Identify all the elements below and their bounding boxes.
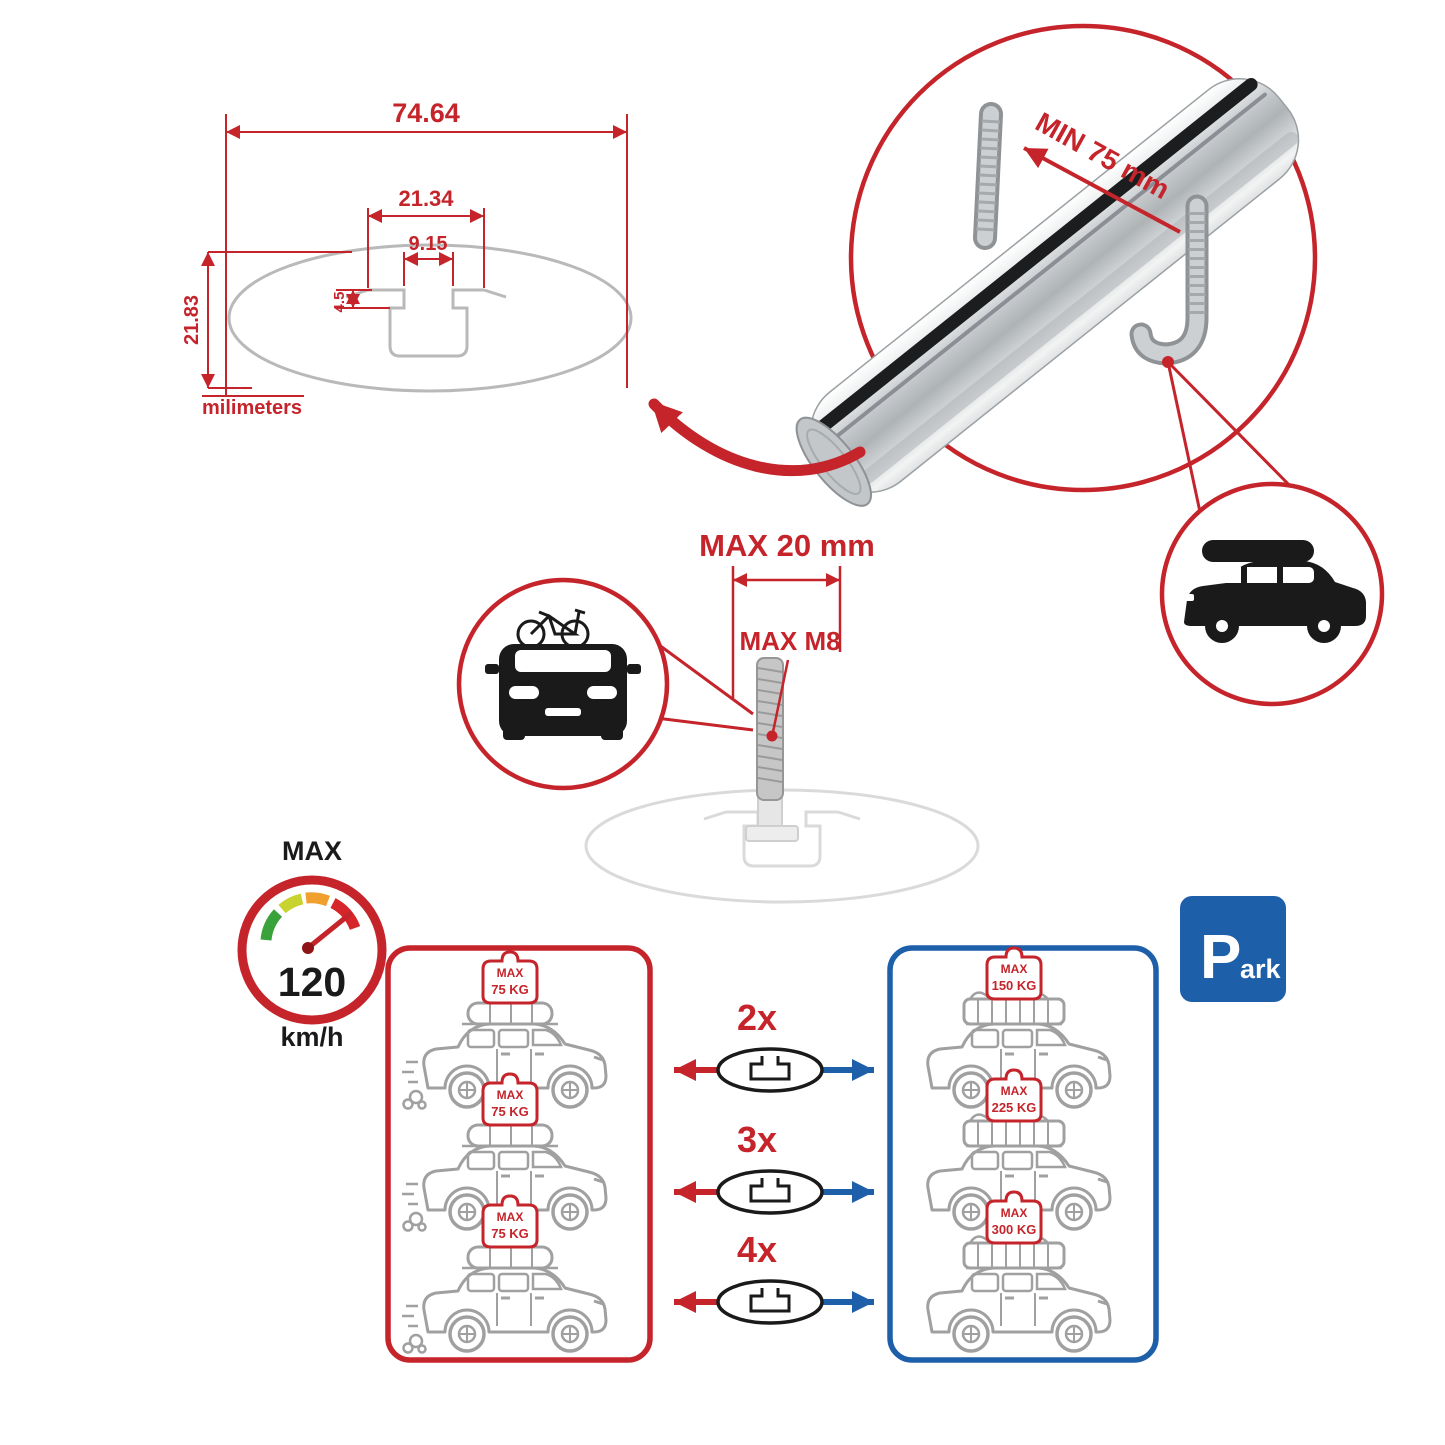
extension-lines-total-width [225,114,628,396]
park-letter: P [1200,923,1241,992]
crossbar-photo-detail: MIN 75 mm [795,23,1318,513]
park-suffix: ark [1240,954,1282,984]
bolt-dimension-diagram: MAX 20 mm MAX M8 [584,528,980,904]
min-span-arrow [1023,146,1181,234]
load-tag-value: 150 KG [992,978,1037,993]
multiplier-row-2: 3x [674,1119,874,1215]
crossbar-cross-section-diagram: 74.64 21.34 9.15 4.5 21.83 milimeters [181,98,633,419]
bolt-dimension-lines [731,566,842,733]
crossbar-t-track-groove [817,77,1258,433]
right-tire [601,728,623,740]
park-sign-plate [1180,896,1286,1002]
load-tag: MAX 75 KG [481,950,539,1005]
clamp-hook-front [1129,194,1209,366]
park-sign: P ark [1180,896,1286,1002]
gauge-needle-pivot [302,942,314,954]
load-tag-value: 75 KG [491,1104,529,1119]
gauge-speed-unit: km/h [280,1022,343,1052]
load-tag: MAX 75 KG [481,1072,539,1127]
windshield [515,650,611,672]
load-tag: MAX 75 KG [481,1194,539,1249]
t-bolt-head [745,825,799,842]
load-tag-title: MAX [497,1088,524,1102]
load-tag: MAX 300 KG [985,1190,1043,1245]
dim-total-width: 74.64 [392,98,460,128]
load-tag-title: MAX [1001,1084,1028,1098]
crossbar-profile-icon [716,1169,824,1215]
multiplier-column: 2x 3x 4x [674,997,874,1325]
load-tag-title: MAX [497,966,524,980]
multiplier-2x: 2x [737,997,777,1038]
gauge-max-label: MAX [282,836,342,866]
right-headlight [587,686,617,699]
clamp-hook-rear [973,102,1003,250]
load-tag-title: MAX [1001,1206,1028,1220]
speedometer-icon [260,892,361,941]
max-thread-label: MAX M8 [739,626,840,656]
right-mirror [627,664,641,674]
car-with-bike-icon [485,608,641,740]
dynamic-load-car-1: MAX 75 KG [402,950,606,1109]
crossbar-profile-icon [716,1279,824,1325]
dim-total-height: 21.83 [181,295,203,345]
threaded-bolt [756,657,784,801]
static-load-car-2: MAX 225 KG [928,1068,1110,1229]
dynamic-load-cars: MAX 75 KG MAX 75 KG MAX 75 KG [402,950,606,1353]
left-tire [503,728,525,740]
load-tag: MAX 225 KG [985,1068,1043,1123]
load-tag-title: MAX [1001,962,1028,976]
pointer-arrow-to-diagram [648,398,866,477]
left-headlight [509,686,539,699]
multiplier-3x: 3x [737,1119,777,1160]
speed-limit-gauge: MAX 120 km/h [237,836,387,1052]
dynamic-load-car-2: MAX 75 KG [402,1072,606,1231]
profile-outline [227,243,633,393]
gauge-needle [305,911,353,951]
load-tag-title: MAX [497,1210,524,1224]
gauge-speed-value: 120 [278,959,346,1005]
roof-box [1202,540,1314,562]
load-tag-value: 225 KG [992,1100,1037,1115]
thread-callout-dot [766,730,778,742]
load-tag-value: 300 KG [992,1222,1037,1237]
multiplier-row-1: 2x [674,997,874,1093]
profile-ellipse [227,243,633,393]
max-length-label: MAX 20 mm [699,528,875,563]
load-tag-value: 75 KG [491,982,529,997]
multiplier-row-3: 4x [674,1229,874,1325]
dim-channel-width: 21.34 [398,186,454,211]
extension-lines-total-height [208,251,352,389]
load-tag: MAX 150 KG [985,946,1043,1001]
roofbox-car-badge [1159,481,1385,707]
left-mirror [485,664,499,674]
load-tag-value: 75 KG [491,1226,529,1241]
extension-lines-opening-width [403,252,454,286]
dimension-lines [201,114,628,397]
multiplier-4x: 4x [737,1229,777,1270]
license-plate [545,708,581,716]
bike-car-badge [456,577,754,791]
callout-dot [1162,356,1174,368]
units-label: milimeters [202,397,302,419]
dynamic-load-car-3: MAX 75 KG [402,1194,606,1353]
dim-opening-width: 9.15 [409,233,448,255]
callout-lines [1166,360,1302,513]
static-load-cars: MAX 150 KG MAX 225 KG MAX 300 KG [928,946,1110,1351]
profile-t-slot [368,288,484,358]
suv-roofbox-icon [1184,540,1366,643]
crossbar-profile-icon [716,1047,824,1093]
static-load-car-3: MAX 300 KG [928,1190,1110,1351]
dim-lip-depth: 4.5 [331,292,348,313]
static-load-car-1: MAX 150 KG [928,946,1110,1107]
